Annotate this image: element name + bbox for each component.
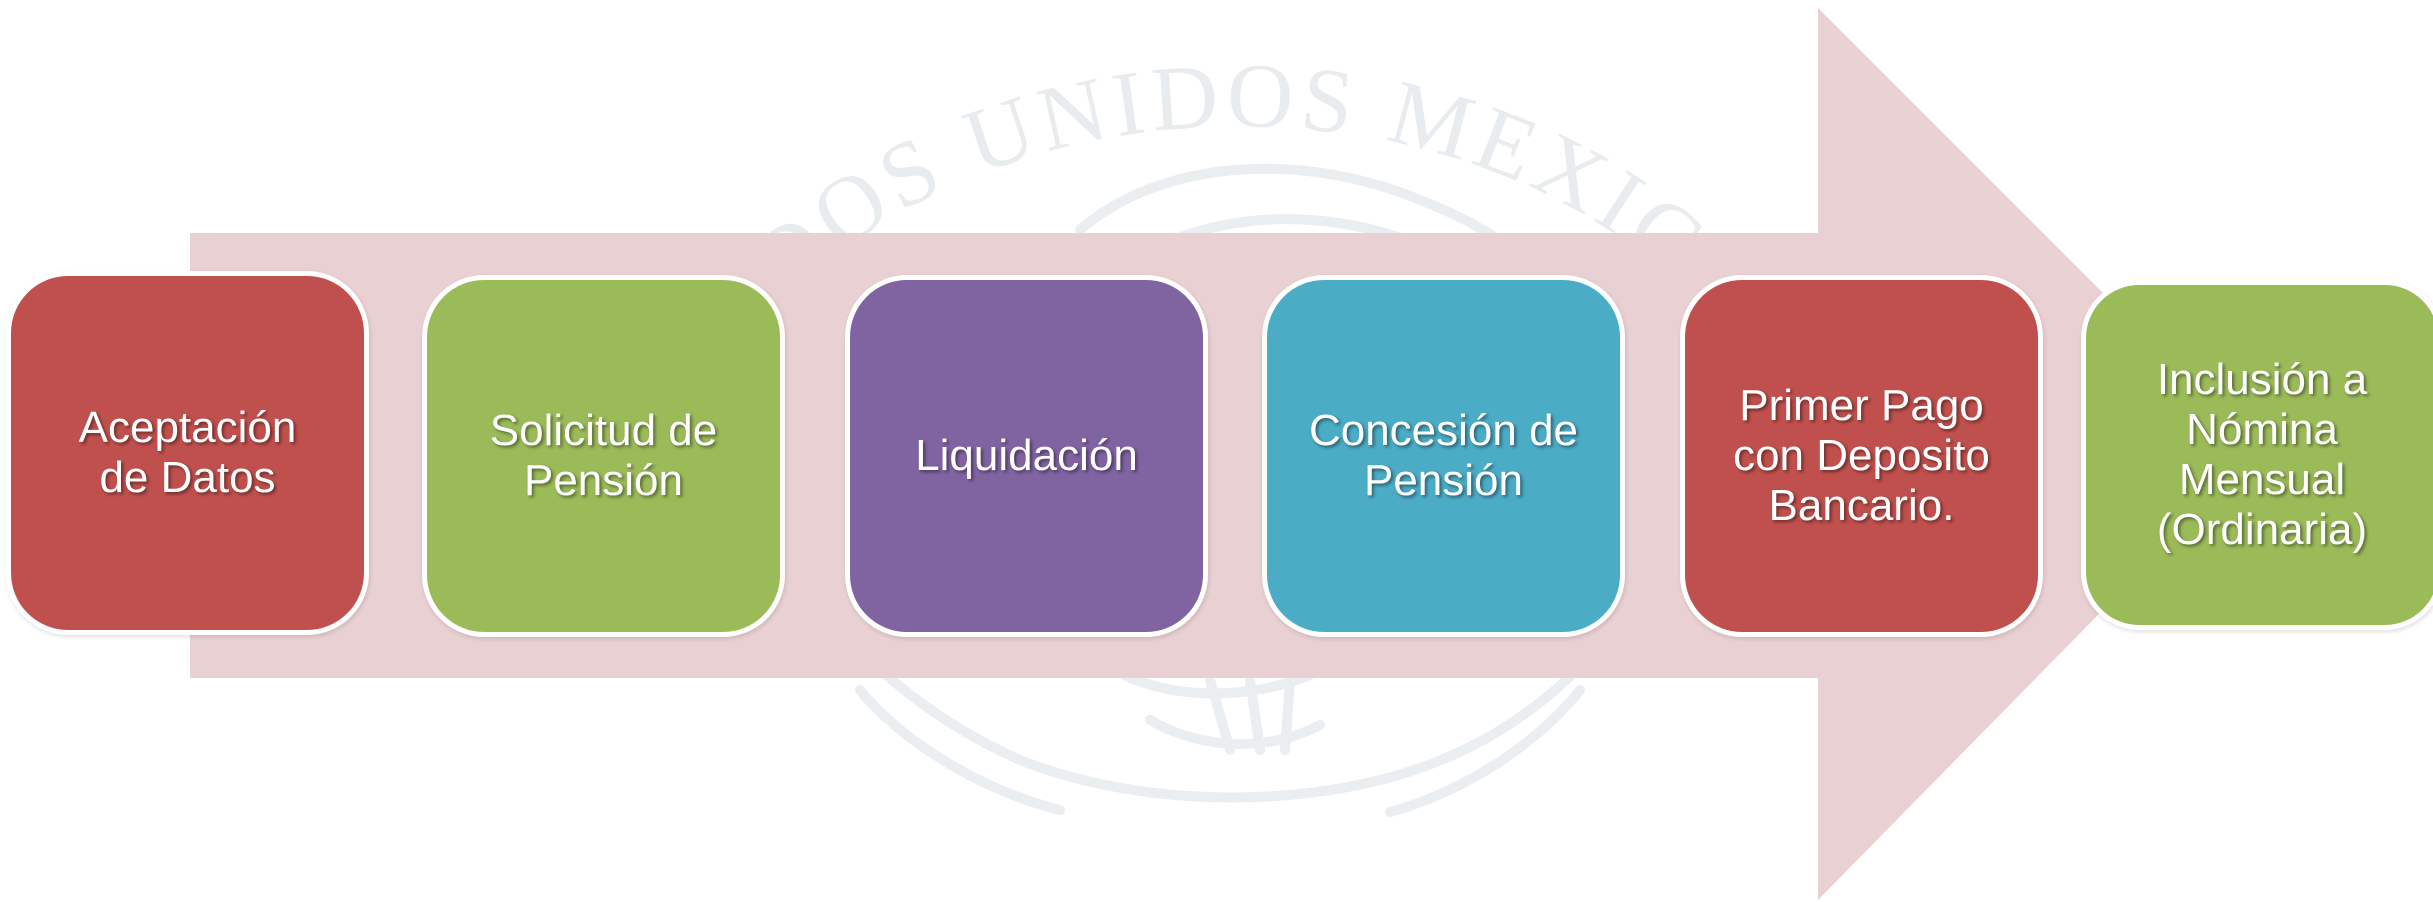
arrow-shape bbox=[190, 8, 2260, 900]
step-label: Concesión de Pensión bbox=[1308, 406, 1579, 505]
step-label: Liquidación bbox=[915, 431, 1138, 480]
step-label: Solicitud de Pensión bbox=[489, 406, 718, 505]
step-solicitud-de-pension: Solicitud de Pensión bbox=[422, 275, 785, 637]
step-label: Aceptación de Datos bbox=[78, 403, 297, 502]
step-aceptacion-de-datos: Aceptación de Datos bbox=[6, 271, 369, 635]
step-primer-pago: Primer Pago con Deposito Bancario. bbox=[1680, 275, 2043, 637]
step-inclusion-a-nomina: Inclusión a Nómina Mensual (Ordinaria) bbox=[2081, 280, 2433, 630]
step-concesion-de-pension: Concesión de Pensión bbox=[1262, 275, 1625, 637]
step-liquidacion: Liquidación bbox=[845, 275, 1208, 637]
step-label: Primer Pago con Deposito Bancario. bbox=[1733, 381, 1990, 530]
step-label: Inclusión a Nómina Mensual (Ordinaria) bbox=[2156, 355, 2368, 554]
